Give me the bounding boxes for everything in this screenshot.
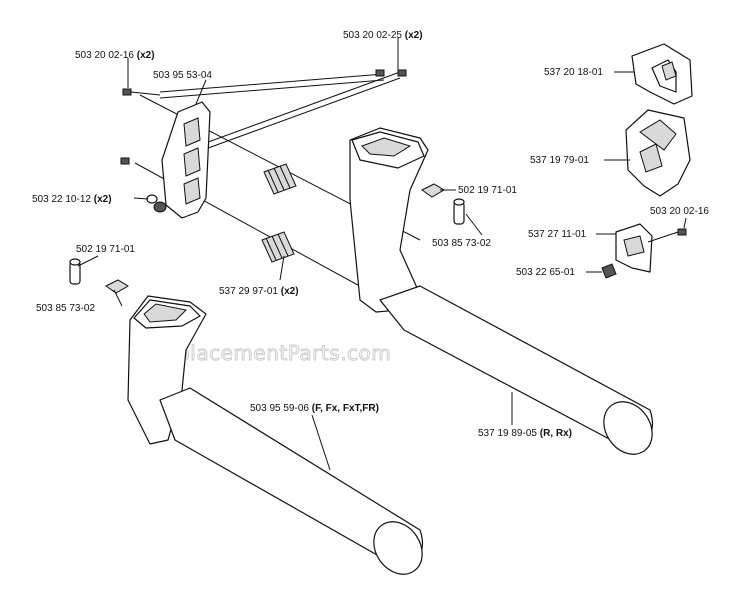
spacer-right-icon: [453, 198, 465, 225]
cap-part-icon: [631, 43, 693, 105]
callout-part-number: 537 20 18-01: [544, 67, 603, 78]
front-handle-part-icon: [127, 295, 424, 575]
spring-upper-icon: [263, 163, 297, 195]
washer-icon: [146, 194, 167, 213]
callout-washer-left: 503 22 10-12 (x2): [32, 194, 112, 205]
svg-text:503 85 73-02: 503 85 73-02: [432, 238, 491, 249]
svg-text:503 20 02-25 (x2): 503 20 02-25 (x2): [343, 30, 423, 41]
callout-nut-left: 502 19 71-01: [76, 244, 135, 255]
svg-text:503 20 02-16 (x2): 503 20 02-16 (x2): [75, 50, 155, 61]
svg-text:503 95 53-04: 503 95 53-04: [153, 70, 212, 81]
callout-qty: (R, Rx): [540, 428, 572, 439]
spring-lower-icon: [261, 231, 295, 263]
callout-clamp: 537 27 11-01: [528, 229, 587, 240]
svg-text:503 95 59-06 (F, Fx, FxT,FR): 503 95 59-06 (F, Fx, FxT,FR): [250, 403, 379, 414]
callout-handle-front: 503 95 59-06 (F, Fx, FxT,FR): [250, 403, 379, 414]
bracket-part-icon: [161, 101, 211, 219]
callout-nut-right: 502 19 71-01: [458, 185, 517, 196]
screw-clamp-icon: [647, 228, 687, 243]
callout-qty: (F, Fx, FxT,FR): [312, 403, 379, 414]
callout-qty: (x2): [94, 194, 112, 205]
callout-bracket: 503 95 53-04: [153, 70, 212, 81]
callout-part-number: 503 85 73-02: [432, 238, 491, 249]
callout-screw-clamp: 503 20 02-16: [650, 206, 709, 217]
callout-part-number: 503 20 02-16: [75, 50, 134, 61]
svg-text:503 20 02-16: 503 20 02-16: [650, 206, 709, 217]
rear-handle-part-icon: [349, 127, 654, 455]
callout-bolt-top-left: 503 20 02-16 (x2): [75, 50, 155, 61]
callout-cap: 537 20 18-01: [544, 67, 603, 78]
svg-text:537 29 97-01 (x2): 537 29 97-01 (x2): [219, 286, 299, 297]
callout-qty: (x2): [137, 50, 155, 61]
svg-text:503 22 10-12 (x2): 503 22 10-12 (x2): [32, 194, 112, 205]
svg-text:537 20 18-01: 537 20 18-01: [544, 67, 603, 78]
callout-handle-rear: 537 19 89-05 (R, Rx): [478, 428, 572, 439]
nut-clamp-icon: [601, 263, 617, 279]
callout-part-number: 537 27 11-01: [528, 229, 587, 240]
callout-spacer-left: 503 85 73-02: [36, 303, 95, 314]
callout-part-number: 537 29 97-01: [219, 286, 278, 297]
callout-part-number: 503 22 10-12: [32, 194, 91, 205]
callout-part-number: 503 20 02-25: [343, 30, 402, 41]
guard-part-icon: [625, 109, 691, 197]
callout-qty: (x2): [405, 30, 423, 41]
bolt-top-left-icon: [122, 88, 161, 96]
svg-text:502 19 71-01: 502 19 71-01: [458, 185, 517, 196]
callout-part-number: 503 22 65-01: [516, 267, 575, 278]
bolt-lower-left-icon: [120, 157, 130, 165]
callout-part-number: 503 20 02-16: [650, 206, 709, 217]
spacer-left-icon: [69, 258, 81, 285]
callout-bolt-top-right: 503 20 02-25 (x2): [343, 30, 423, 41]
svg-text:537 19 89-05 (R, Rx): 537 19 89-05 (R, Rx): [478, 428, 572, 439]
callout-part-number: 537 19 79-01: [530, 155, 589, 166]
svg-text:503 85 73-02: 503 85 73-02: [36, 303, 95, 314]
callout-spacer-right: 503 85 73-02: [432, 238, 491, 249]
callout-guard: 537 19 79-01: [530, 155, 589, 166]
bolt-top-right-icon: [375, 69, 407, 77]
clamp-part-icon: [615, 223, 653, 273]
leader-lines: [77, 38, 687, 471]
callout-spring: 537 29 97-01 (x2): [219, 286, 299, 297]
callout-part-number: 503 95 59-06: [250, 403, 309, 414]
callout-part-number: 503 85 73-02: [36, 303, 95, 314]
svg-text:537 19 79-01: 537 19 79-01: [530, 155, 589, 166]
svg-text:503 22 65-01: 503 22 65-01: [516, 267, 575, 278]
nut-left-icon: [105, 279, 129, 294]
callout-part-number: 502 19 71-01: [76, 244, 135, 255]
callout-nut-clamp: 503 22 65-01: [516, 267, 575, 278]
callout-part-number: 503 95 53-04: [153, 70, 212, 81]
callout-qty: (x2): [281, 286, 299, 297]
svg-text:537 27 11-01: 537 27 11-01: [528, 229, 587, 240]
callout-part-number: 537 19 89-05: [478, 428, 537, 439]
callout-part-number: 502 19 71-01: [458, 185, 517, 196]
svg-text:502 19 71-01: 502 19 71-01: [76, 244, 135, 255]
